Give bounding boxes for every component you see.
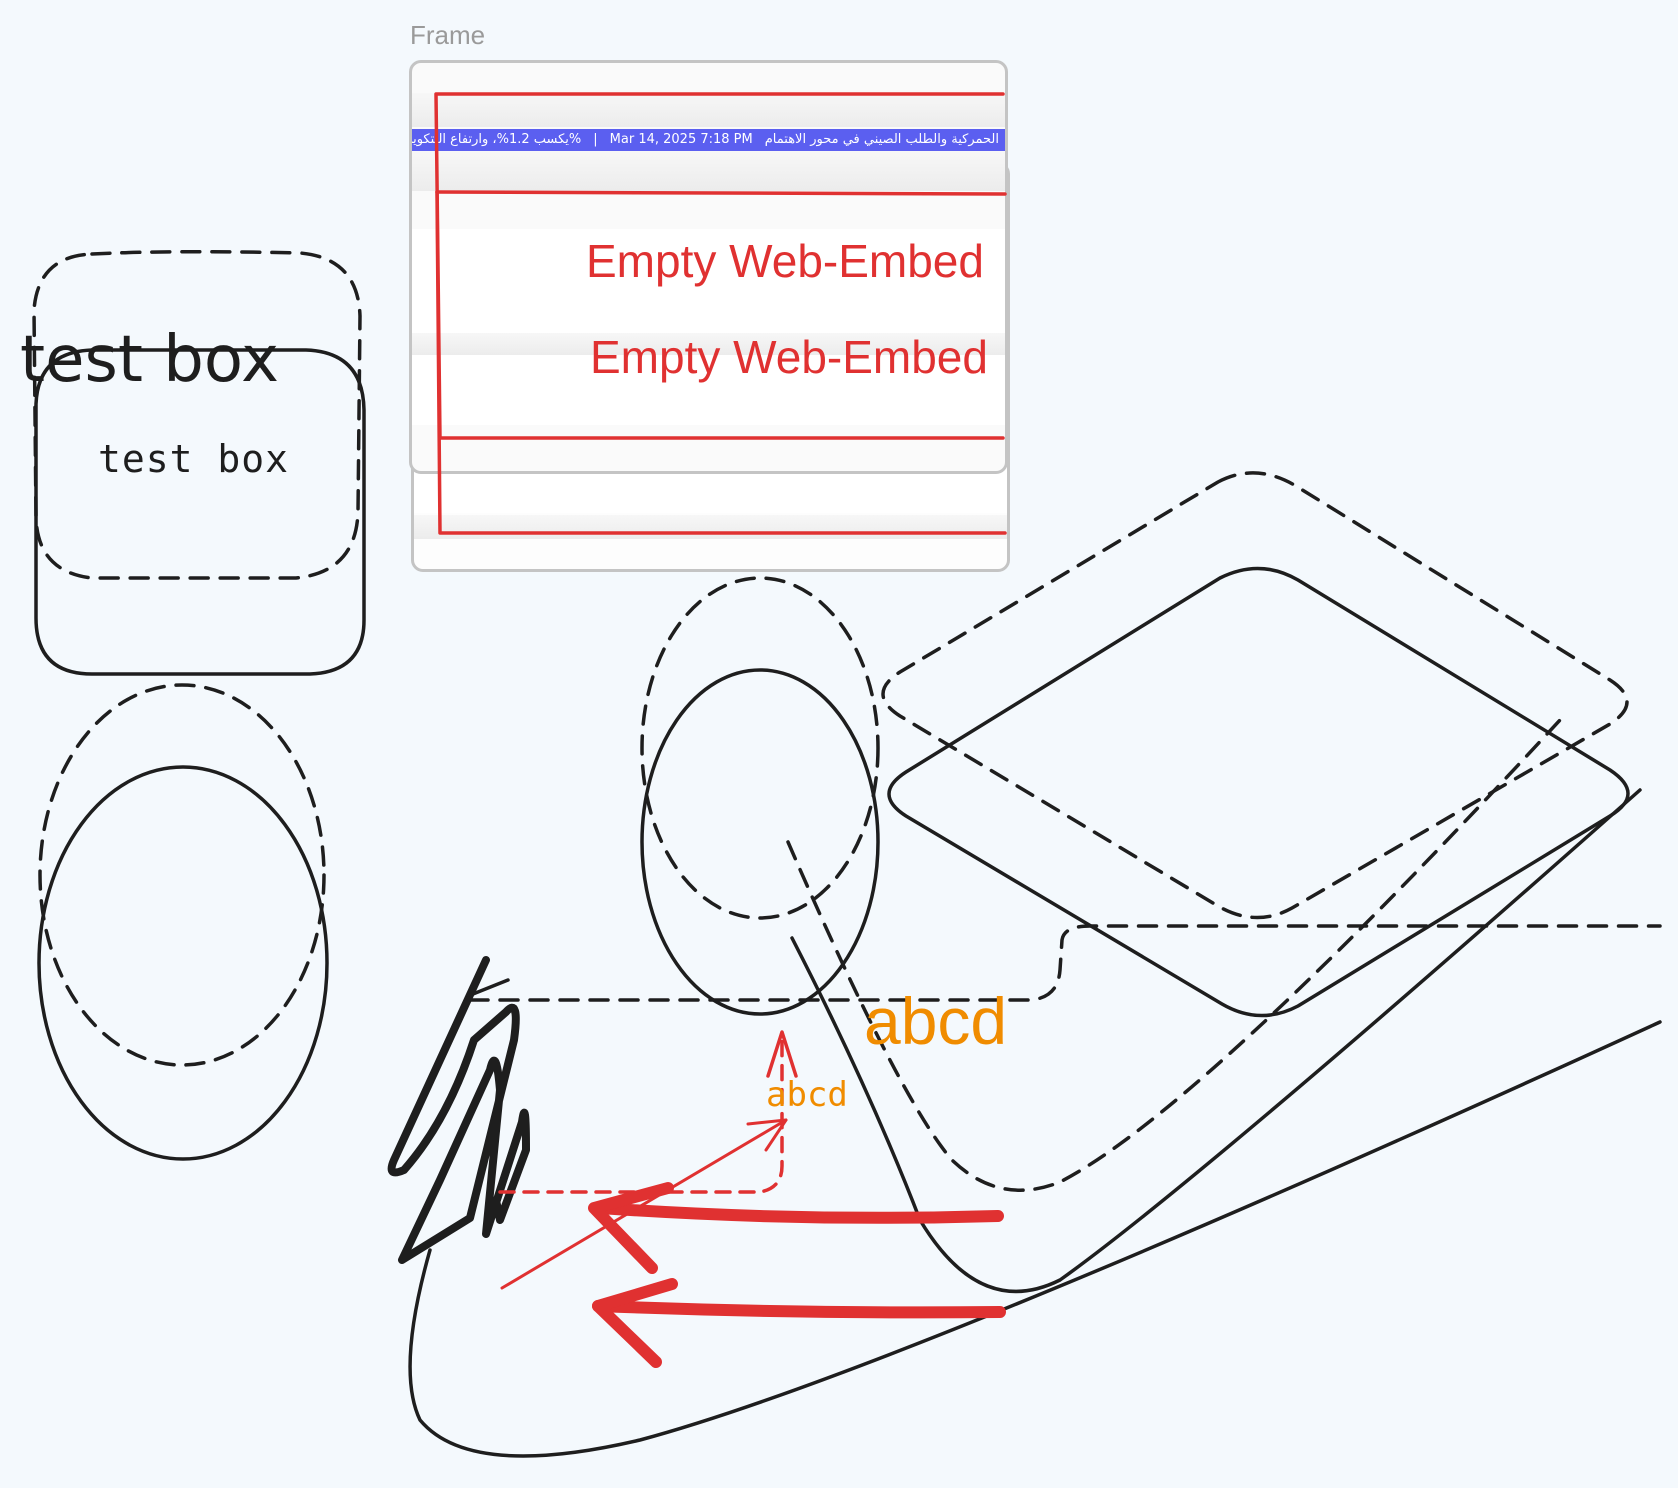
- frame-container[interactable]: الحمركية والطلب الصيني في محور الاهتمام M…: [409, 60, 1008, 474]
- arrow-head: [746, 1118, 788, 1152]
- web-embed-outline[interactable]: [435, 190, 1007, 535]
- dashed-elbow-arrow[interactable]: [468, 924, 1662, 1002]
- red-thick-arrow[interactable]: [594, 1202, 1004, 1224]
- embed-band: [412, 355, 1005, 425]
- red-thick-arrow[interactable]: [592, 1300, 1006, 1319]
- web-embed-outline[interactable]: [435, 190, 1007, 196]
- embed-band: [412, 333, 1005, 355]
- freehand-stroke: [466, 978, 510, 998]
- red-arrow[interactable]: [500, 1118, 788, 1290]
- text-test-box-handwritten[interactable]: test box: [98, 437, 290, 481]
- rectangle[interactable]: [34, 348, 366, 676]
- ticker-timestamp: Mar 14, 2025 7:18 PM: [609, 132, 753, 147]
- ticker-right-text: الحمركية والطلب الصيني في محور الاهتمام: [764, 132, 999, 147]
- dashed-curve[interactable]: [786, 718, 1562, 1192]
- arrow-head: [588, 1182, 674, 1274]
- diamond[interactable]: [887, 566, 1630, 1018]
- embed-band: [414, 515, 1007, 539]
- text-test-box[interactable]: test box: [20, 323, 279, 397]
- freehand-scribble[interactable]: [387, 956, 530, 1264]
- embed-band: [412, 229, 1005, 333]
- dashed-ellipse[interactable]: [38, 683, 326, 1067]
- web-embed-placeholder: Empty Web-Embed: [586, 235, 984, 287]
- dashed-ellipse[interactable]: [640, 576, 880, 920]
- red-dashed-arrow[interactable]: [498, 1038, 784, 1194]
- dashed-diamond[interactable]: [881, 471, 1629, 920]
- curve[interactable]: [408, 1020, 1662, 1458]
- frame-label[interactable]: Frame: [410, 20, 486, 50]
- curve[interactable]: [790, 788, 1642, 1294]
- dashed-rectangle[interactable]: [32, 249, 362, 580]
- web-embed-placeholder: Empty Web-Embed: [590, 331, 988, 383]
- embed-band: [412, 151, 1005, 191]
- text-abcd-handwritten[interactable]: abcd: [766, 1075, 848, 1115]
- ellipse[interactable]: [640, 668, 880, 1016]
- arrow-head: [766, 1030, 798, 1078]
- ellipse[interactable]: [37, 765, 329, 1161]
- text-abcd[interactable]: abcd: [864, 984, 1008, 1058]
- embed-band: [412, 93, 1005, 127]
- arrow-head: [592, 1278, 678, 1368]
